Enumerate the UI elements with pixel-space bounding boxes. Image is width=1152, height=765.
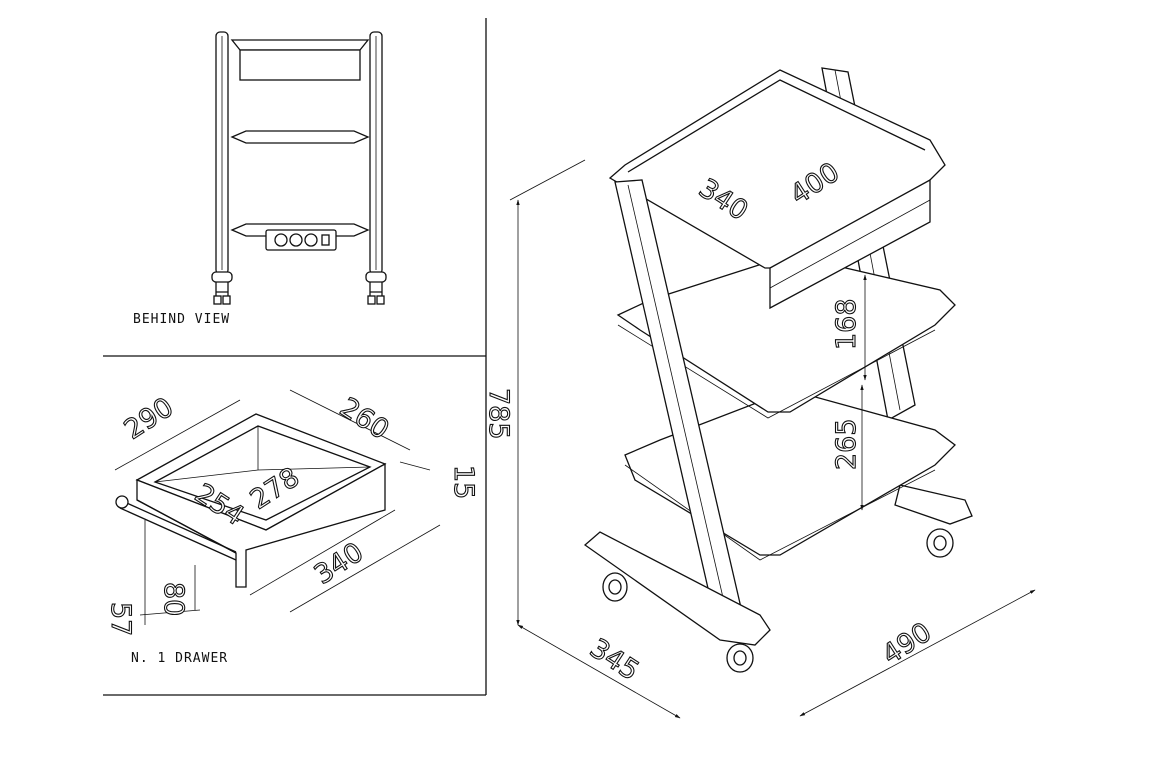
cart-dim-base-w: 345	[584, 633, 644, 687]
cart-dim-base-d: 490	[877, 617, 937, 671]
drawer-dim-rim: 15	[448, 465, 479, 499]
cart-dim-drawer-gap: 168	[831, 298, 862, 350]
drawer-caption: N. 1 DRAWER	[131, 651, 228, 666]
drawer-view: 290 260 15 254 278 340 80 57 N. 1 DRAWER	[104, 389, 480, 666]
behind-view-caption: BEHIND VIEW	[133, 312, 230, 327]
drawer-dim-width: 290	[119, 392, 179, 446]
cart-dim-height: 785	[483, 388, 514, 440]
cart-dim-shelf-gap: 265	[831, 418, 862, 470]
cart-view: 340 400 168 265 785 345 490	[482, 67, 1036, 719]
drawer-dim-handle: 57	[105, 602, 136, 636]
behind-view: BEHIND VIEW	[133, 31, 387, 327]
drawer-dim-height: 80	[158, 582, 189, 616]
view-frames	[103, 18, 487, 696]
drawer-dim-length: 340	[309, 537, 369, 591]
